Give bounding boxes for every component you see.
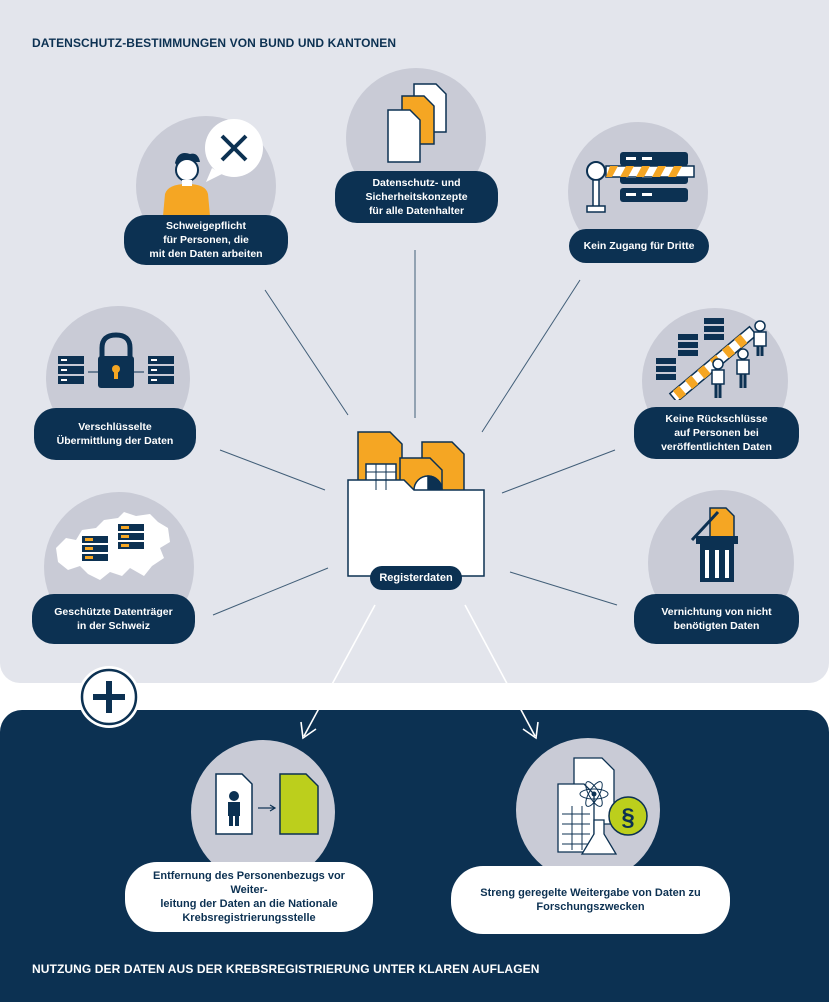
verschluesselt-label: Verschlüsselte Übermittlung der Daten xyxy=(34,408,196,460)
zugang-label: Kein Zugang für Dritte xyxy=(569,229,709,263)
weitergabe-label: Streng geregelte Weitergabe von Daten zu… xyxy=(451,866,730,934)
vernichtung-label: Vernichtung von nicht benötigten Daten xyxy=(634,594,799,644)
konzepte-label: Datenschutz- und Sicherheitskonzepte für… xyxy=(335,171,498,223)
research-law-icon: § xyxy=(557,757,648,855)
depersonalize-icon xyxy=(215,773,319,835)
person-silenced-icon xyxy=(163,119,263,216)
barrier-server-icon xyxy=(586,152,695,213)
schweigepflicht-label: Schweigepflicht für Personen, die mit de… xyxy=(124,215,288,265)
shredder-icon xyxy=(690,507,738,582)
encrypted-transfer-icon xyxy=(58,332,174,388)
plus-icon xyxy=(78,666,140,728)
top-heading: DATENSCHUTZ-BESTIMMUNGEN VON BUND UND KA… xyxy=(32,36,397,50)
bottom-panel xyxy=(0,710,829,1002)
rueckschluesse-label: Keine Rückschlüsse auf Personen bei verö… xyxy=(634,407,799,459)
datentraeger-label: Geschützte Datenträger in der Schweiz xyxy=(32,594,195,644)
register-folder-icon xyxy=(347,431,485,577)
entfernung-label: Entfernung des Personenbezugs vor Weiter… xyxy=(125,862,373,932)
swiss-map-server-icon xyxy=(56,512,170,580)
anonymized-people-icon xyxy=(656,318,767,400)
paragraph-icon: § xyxy=(621,804,634,831)
documents-icon xyxy=(387,83,447,163)
bottom-heading: NUTZUNG DER DATEN AUS DER KREBSREGISTRIE… xyxy=(32,962,540,976)
registerdaten-label: Registerdaten xyxy=(370,566,462,590)
